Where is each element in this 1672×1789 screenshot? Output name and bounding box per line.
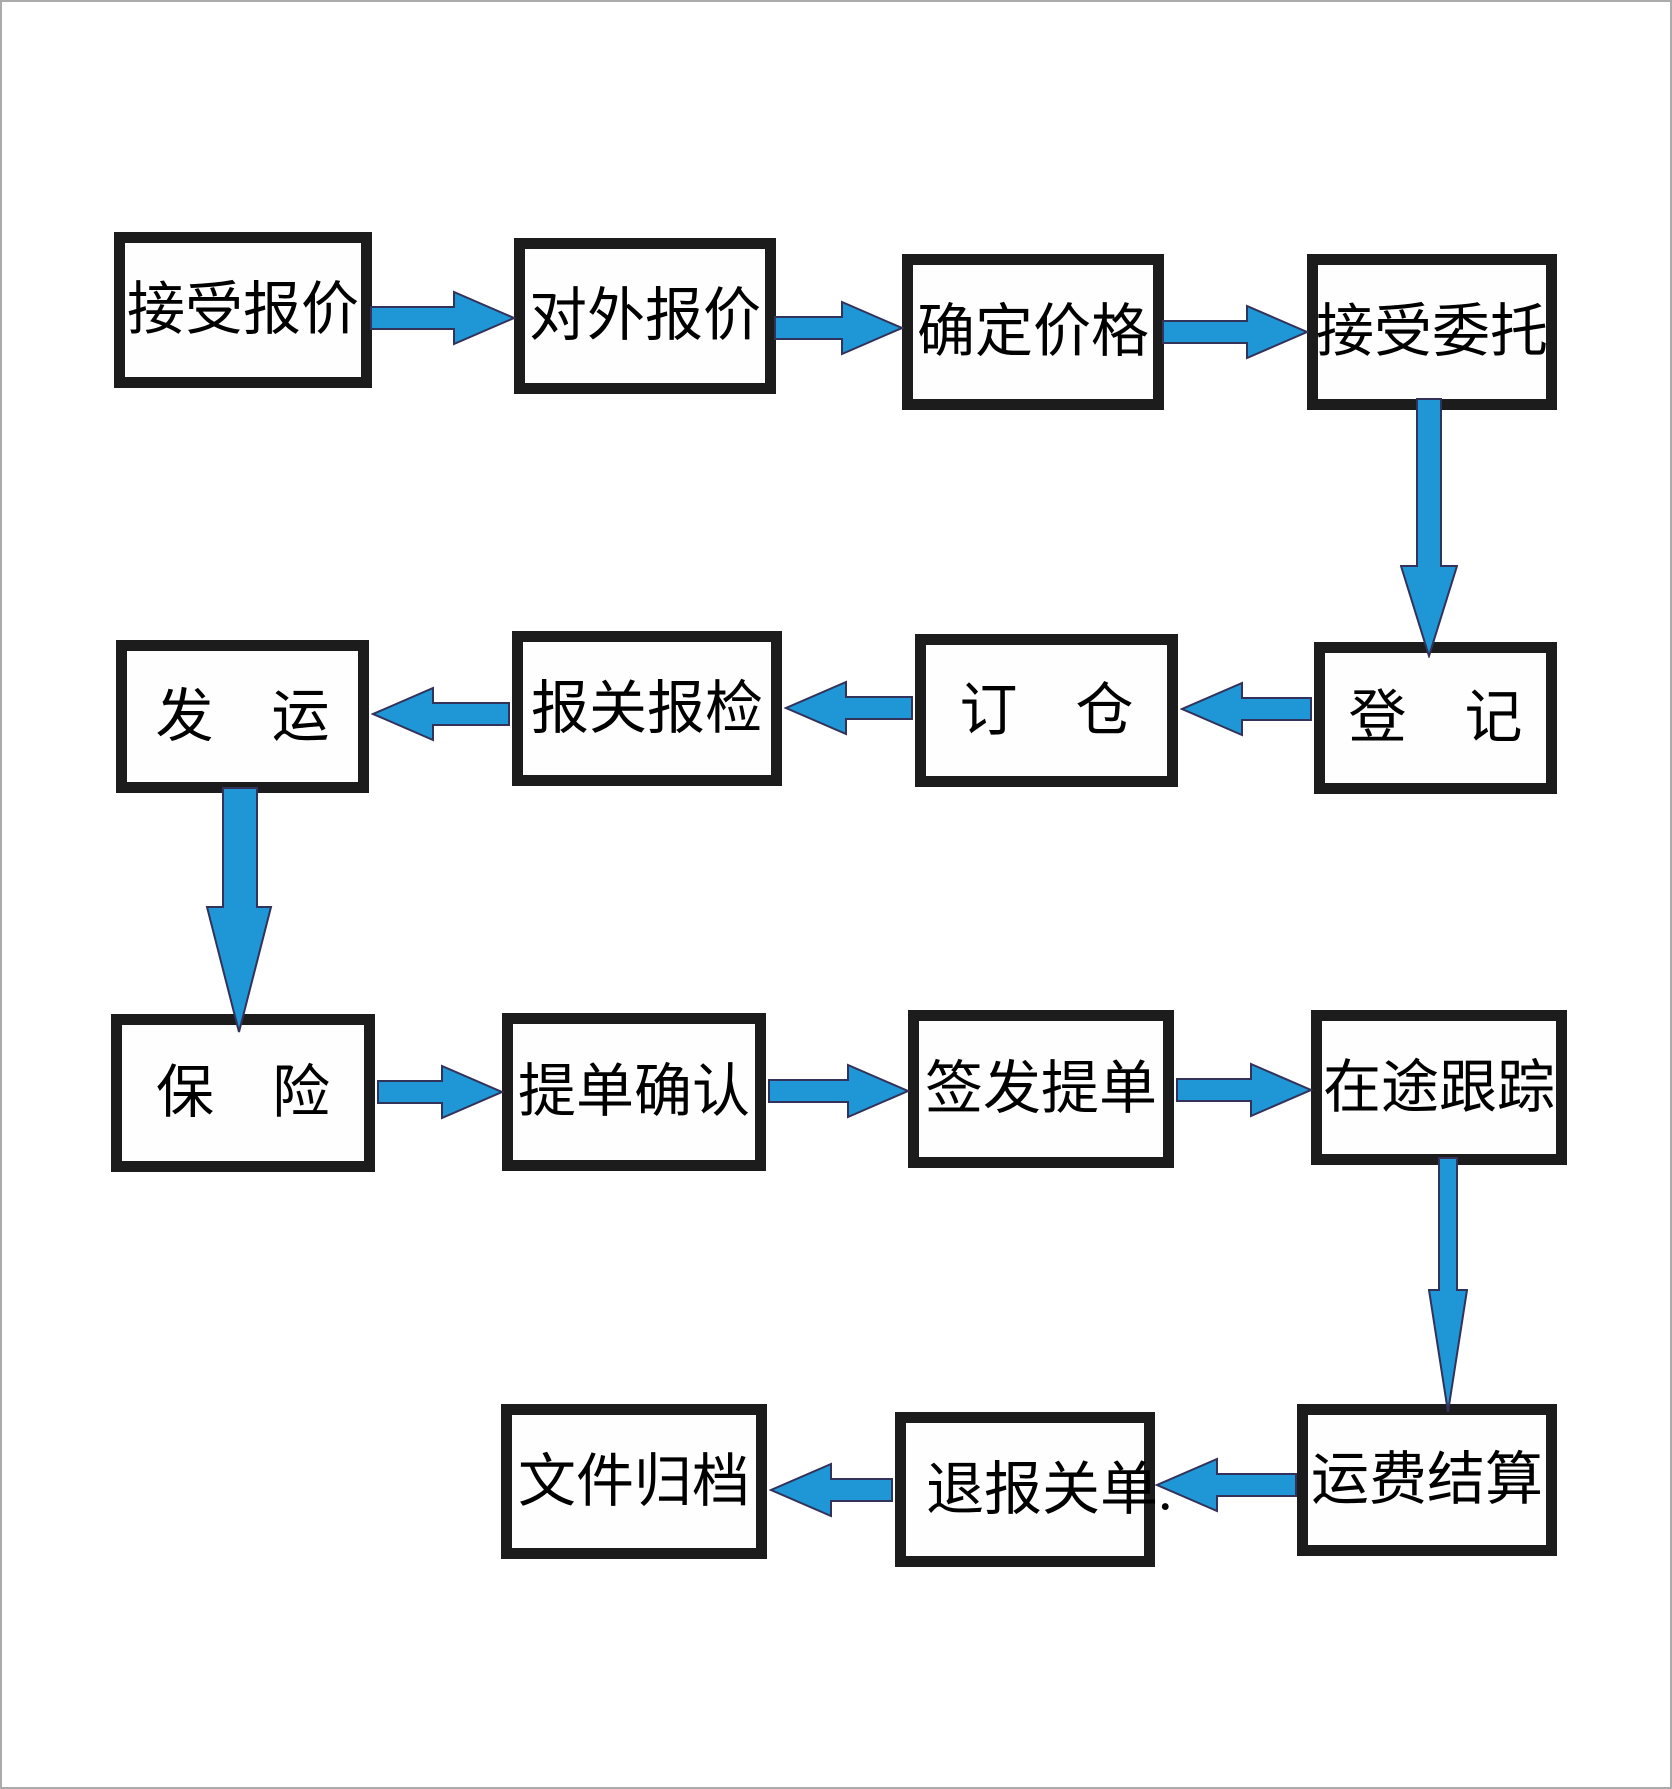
arrow-accept-commission-to-register-icon: [1400, 398, 1458, 658]
arrow-insurance-to-bl-confirmation-icon: [377, 1064, 504, 1120]
node-freight-settlement: 运费结算: [1297, 1404, 1557, 1556]
arrow-customs-declaration-to-dispatch-icon: [371, 686, 510, 742]
node-file-archiving-label: 文件归档: [517, 1448, 750, 1514]
node-bl-confirmation: 提单确认: [502, 1013, 766, 1171]
arrow-freight-settlement-to-return-customs-docs-icon: [1155, 1457, 1297, 1513]
arrow-return-customs-docs-to-file-archiving-icon: [769, 1462, 893, 1518]
node-register: 登 记: [1314, 642, 1557, 794]
node-customs-declaration: 报关报检: [512, 631, 782, 786]
node-external-quote-label: 对外报价: [528, 283, 761, 348]
node-transit-tracking-label: 在途跟踪: [1322, 1054, 1555, 1120]
node-return-customs-docs: 退报关单.: [895, 1412, 1173, 1567]
node-confirm-price-label: 确定价格: [916, 299, 1149, 364]
node-book-space-label: 订 仓: [959, 677, 1134, 743]
arrow-receive-quote-to-external-quote-icon: [370, 290, 516, 346]
node-receive-quote: 接受报价: [114, 232, 372, 388]
arrow-confirm-price-to-accept-commission-icon: [1162, 304, 1309, 360]
node-return-customs-docs-label: 退报关单.: [926, 1456, 1173, 1522]
node-issue-bl-label: 签发提单: [924, 1056, 1157, 1121]
node-file-archiving: 文件归档: [501, 1404, 767, 1559]
node-dispatch: 发 运: [116, 640, 369, 793]
node-bl-confirmation-label: 提单确认: [517, 1059, 750, 1124]
arrow-dispatch-to-insurance-icon: [205, 787, 273, 1033]
node-accept-commission: 接受委托: [1307, 254, 1557, 410]
node-external-quote: 对外报价: [514, 238, 776, 394]
node-insurance: 保 险: [111, 1014, 375, 1172]
arrow-book-space-to-customs-declaration-icon: [784, 680, 913, 736]
arrow-issue-bl-to-transit-tracking-icon: [1176, 1062, 1313, 1118]
node-accept-commission-label: 接受委托: [1316, 299, 1549, 364]
node-freight-settlement-label: 运费结算: [1310, 1447, 1543, 1512]
node-confirm-price: 确定价格: [902, 254, 1164, 410]
node-insurance-label: 保 险: [155, 1060, 330, 1125]
arrow-register-to-book-space-icon: [1180, 681, 1312, 737]
node-customs-declaration-label: 报关报检: [530, 675, 763, 741]
node-dispatch-label: 发 运: [155, 683, 330, 749]
arrow-bl-confirmation-to-issue-bl-icon: [768, 1063, 910, 1119]
node-register-label: 登 记: [1348, 685, 1523, 750]
arrow-transit-tracking-to-freight-settlement-icon: [1428, 1157, 1468, 1413]
node-book-space: 订 仓: [915, 634, 1178, 787]
node-transit-tracking: 在途跟踪: [1311, 1010, 1567, 1165]
arrow-external-quote-to-confirm-price-icon: [774, 300, 904, 356]
node-issue-bl: 签发提单: [908, 1010, 1174, 1168]
node-receive-quote-label: 接受报价: [126, 277, 359, 342]
